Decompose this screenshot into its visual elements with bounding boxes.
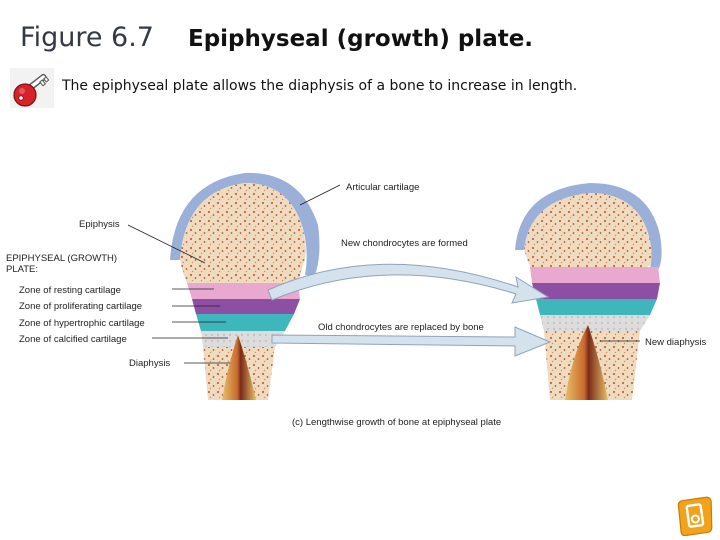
label-zone-proliferating: Zone of proliferating cartilage [19, 301, 142, 312]
left-marrow-cavity [222, 335, 256, 400]
right-zone-proliferating [532, 283, 660, 299]
arrow-new-chondrocytes [267, 263, 550, 304]
epiphyseal-plate-diagram: Articular cartilage Epiphysis EPIPHYSEAL… [6, 172, 706, 428]
label-new-diaphysis: New diaphysis [645, 337, 706, 348]
figure-number: Figure 6.7 [20, 22, 154, 53]
figure-title: Epiphyseal (growth) plate. [188, 26, 534, 52]
left-zone-proliferating [192, 299, 300, 314]
left-bone [170, 172, 320, 400]
label-zone-hypertrophic: Zone of hypertrophic cartilage [19, 318, 145, 329]
left-epiphysis [180, 183, 306, 283]
figure-caption: The epiphyseal plate allows the diaphysi… [62, 78, 578, 94]
label-plate-heading-1: EPIPHYSEAL (GROWTH) [6, 253, 117, 264]
label-new-chondrocytes: New chondrocytes are formed [341, 238, 468, 249]
arrow-old-chondrocytes [271, 326, 552, 357]
leader-lines [127, 184, 640, 364]
left-zone-calcified [201, 331, 285, 347]
right-bone [515, 183, 662, 400]
label-epiphysis: Epiphysis [79, 219, 120, 230]
label-plate-heading-2: PLATE: [6, 264, 38, 275]
label-zone-resting: Zone of resting cartilage [19, 285, 121, 296]
page-badge-icon [677, 496, 713, 536]
label-zone-calcified: Zone of calcified cartilage [19, 334, 127, 345]
label-old-chondrocytes: Old chondrocytes are replaced by bone [318, 322, 484, 333]
key-icon [10, 68, 54, 108]
right-epiphysis [524, 193, 652, 267]
right-zone-calcified [540, 315, 650, 331]
right-zone-hypertrophic [536, 299, 657, 315]
panel-caption: (c) Lengthwise growth of bone at epiphys… [292, 417, 501, 428]
label-articular-cartilage: Articular cartilage [346, 182, 419, 193]
left-zone-hypertrophic [196, 314, 294, 331]
label-diaphysis: Diaphysis [129, 358, 170, 369]
right-zone-resting [530, 267, 660, 283]
right-marrow-cavity [565, 325, 608, 400]
